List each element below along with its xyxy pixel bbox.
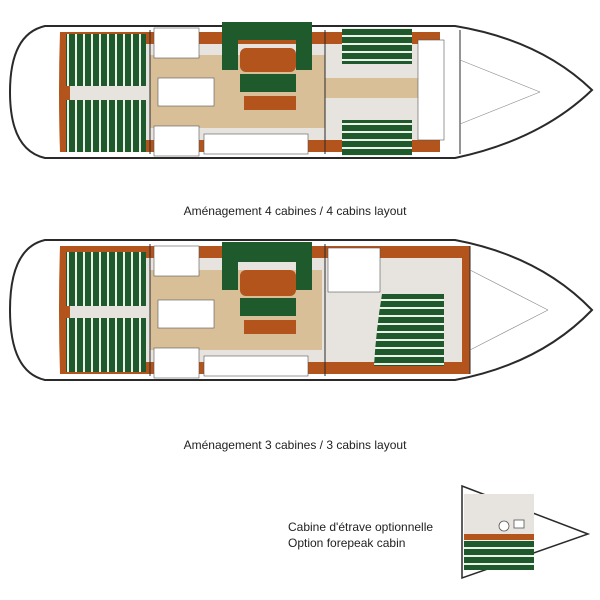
head-fwd (417, 39, 445, 141)
galley (203, 133, 309, 155)
fwd-double-berth (374, 294, 444, 366)
galley (203, 355, 309, 377)
stairs-icon (157, 77, 215, 107)
fwd-stbd-berth (342, 120, 412, 156)
head-aft-port (153, 245, 200, 277)
corridor-sole (300, 78, 420, 98)
saloon-settee (222, 22, 312, 70)
forepeak-wood (464, 534, 534, 540)
aft-stbd-berth (66, 318, 146, 372)
toilet-icon (498, 520, 510, 532)
saloon-bench (244, 96, 296, 110)
head-aft-stbd (153, 347, 200, 379)
plan-forepeak-option (461, 484, 591, 580)
saloon-table (240, 48, 296, 72)
forepeak-berth (464, 540, 534, 570)
head-aft-port (153, 27, 200, 59)
sink-icon (513, 519, 525, 529)
head-fwd (327, 247, 381, 293)
saloon-table (240, 270, 296, 296)
fwd-port-berth (342, 28, 412, 64)
saloon-seat (240, 74, 296, 92)
plan-4-cabins (8, 22, 594, 159)
aft-stbd-berth (66, 100, 146, 152)
aft-port-berth (66, 252, 146, 306)
saloon-settee (222, 242, 312, 290)
caption-4-cabins: Aménagement 4 cabines / 4 cabins layout (183, 204, 407, 218)
caption-forepeak-en: Option forepeak cabin (288, 536, 406, 550)
saloon-seat (240, 298, 296, 316)
aft-port-berth (66, 34, 146, 86)
saloon-bench (244, 320, 296, 334)
plan-3-cabins (8, 239, 594, 381)
caption-forepeak-fr: Cabine d'étrave optionnelle (288, 520, 434, 534)
caption-3-cabins: Aménagement 3 cabines / 3 cabins layout (183, 438, 407, 452)
head-aft-stbd (153, 125, 200, 157)
stairs-icon (157, 299, 215, 329)
caption-forepeak: Cabine d'étrave optionnelle Option forep… (288, 519, 433, 551)
